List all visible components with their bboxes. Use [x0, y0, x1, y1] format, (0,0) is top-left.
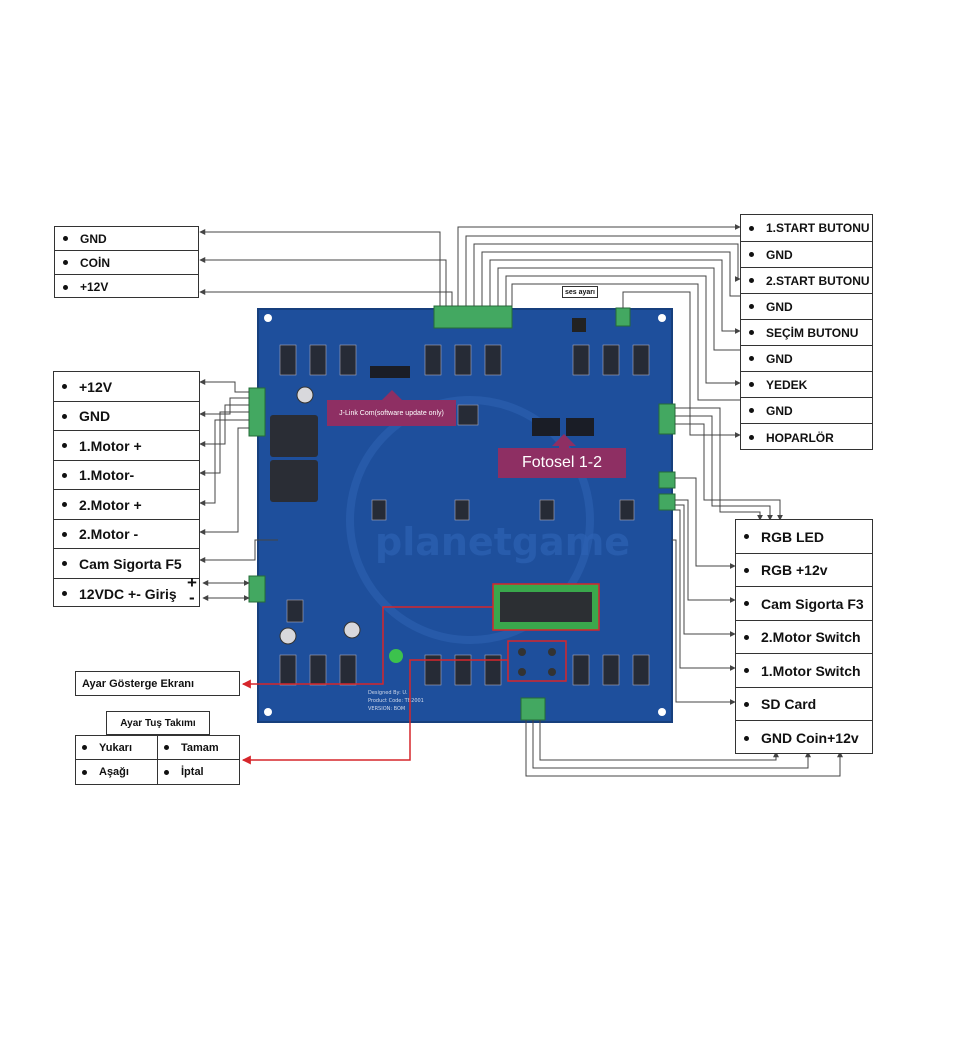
right-terminal-box: RGB LED RGB +12v Cam Sigorta F3 2.Motor … [735, 519, 873, 754]
terminal-12v: +12V [55, 275, 198, 299]
bullet-icon [749, 252, 754, 257]
right-lower-row: RGB LED [736, 520, 872, 554]
right-terminal-row: 1.START BUTONU [741, 215, 872, 242]
top-left-terminal-box: GND COİN +12V [54, 226, 199, 298]
top-right-terminal-box: 1.START BUTONU GND 2.START BUTONU GND SE… [740, 214, 873, 450]
right-terminal-row: GND [741, 398, 872, 424]
fotosel-callout: Fotosel 1-2 [498, 448, 626, 478]
silk-line-2: Product Code: TB2001 [368, 698, 424, 704]
right-lower-row: 1.Motor Switch [736, 654, 872, 688]
bullet-icon [744, 567, 749, 573]
bullet-icon [62, 413, 67, 419]
bullet-icon [62, 443, 67, 448]
bullet-icon [744, 601, 749, 606]
bullet-icon [63, 284, 68, 290]
ayar-gosterge-label: Ayar Gösterge Ekranı [75, 671, 240, 696]
bullet-icon [744, 701, 749, 707]
right-lower-row: 2.Motor Switch [736, 621, 872, 654]
jlink-callout: J-Link Com(software update only) [327, 400, 456, 426]
bullet-icon [749, 382, 754, 387]
bullet-icon [62, 531, 67, 537]
key-tamam: Tamam [157, 735, 240, 760]
bullet-icon [749, 408, 754, 413]
board-watermark: planetgame [375, 520, 630, 564]
left-terminal-row: GND [54, 402, 199, 431]
bullet-icon [164, 769, 169, 775]
terminal-coin: COİN [55, 251, 198, 275]
left-terminal-row: 12VDC +- Giriş [54, 579, 199, 608]
silk-line-1: Designed By: U. [368, 690, 408, 696]
bullet-icon [749, 356, 754, 361]
bullet-icon [749, 225, 754, 231]
key-yukari: Yukarı [75, 735, 158, 760]
left-terminal-row: 2.Motor - [54, 520, 199, 549]
left-terminal-row: 1.Motor + [54, 431, 199, 461]
pcb-board: planetgame [257, 308, 673, 723]
bullet-icon [82, 769, 87, 775]
right-lower-row: GND Coin+12v [736, 721, 872, 755]
bullet-icon [63, 260, 68, 265]
right-terminal-row: GND [741, 346, 872, 372]
polarity-minus: - [189, 588, 195, 607]
right-lower-row: SD Card [736, 688, 872, 721]
left-terminal-row: 1.Motor- [54, 461, 199, 490]
ses-ayari-label: ses ayarı [562, 286, 598, 298]
right-terminal-row: HOPARLÖR [741, 424, 872, 451]
right-lower-row: RGB +12v [736, 554, 872, 587]
bullet-icon [62, 472, 67, 478]
left-terminal-row: +12V [54, 372, 199, 402]
left-terminal-row: Cam Sigorta F5 [54, 549, 199, 579]
bullet-icon [744, 534, 749, 539]
bullet-icon [63, 236, 68, 241]
keypad-grid: Yukarı Tamam Aşağı İptal [75, 735, 240, 785]
right-lower-row: Cam Sigorta F3 [736, 587, 872, 621]
terminal-gnd: GND [55, 227, 198, 251]
right-terminal-row: SEÇİM BUTONU [741, 320, 872, 346]
bullet-icon [749, 330, 754, 335]
right-terminal-row: GND [741, 242, 872, 268]
bullet-icon [62, 384, 67, 389]
bullet-icon [62, 561, 67, 566]
bullet-icon [749, 304, 754, 309]
key-iptal: İptal [157, 759, 240, 785]
bullet-icon [749, 435, 754, 440]
silk-line-3: VERSION: BOM [368, 706, 405, 712]
bullet-icon [744, 668, 749, 673]
left-terminal-row: 2.Motor + [54, 490, 199, 520]
bullet-icon [62, 591, 67, 596]
bullet-icon [164, 745, 169, 750]
right-terminal-row: 2.START BUTONU [741, 268, 872, 294]
bullet-icon [82, 745, 87, 750]
bullet-icon [749, 278, 754, 283]
key-asagi: Aşağı [75, 759, 158, 785]
board-connectors [248, 305, 676, 721]
left-terminal-box: +12V GND 1.Motor + 1.Motor- 2.Motor + 2.… [53, 371, 200, 607]
polarity-plus: + [187, 573, 197, 592]
right-terminal-row: YEDEK [741, 372, 872, 398]
bullet-icon [744, 634, 749, 640]
right-terminal-row: GND [741, 294, 872, 320]
bullet-icon [62, 502, 67, 507]
keypad-title: Ayar Tuş Takımı [106, 711, 210, 735]
bullet-icon [744, 735, 749, 741]
